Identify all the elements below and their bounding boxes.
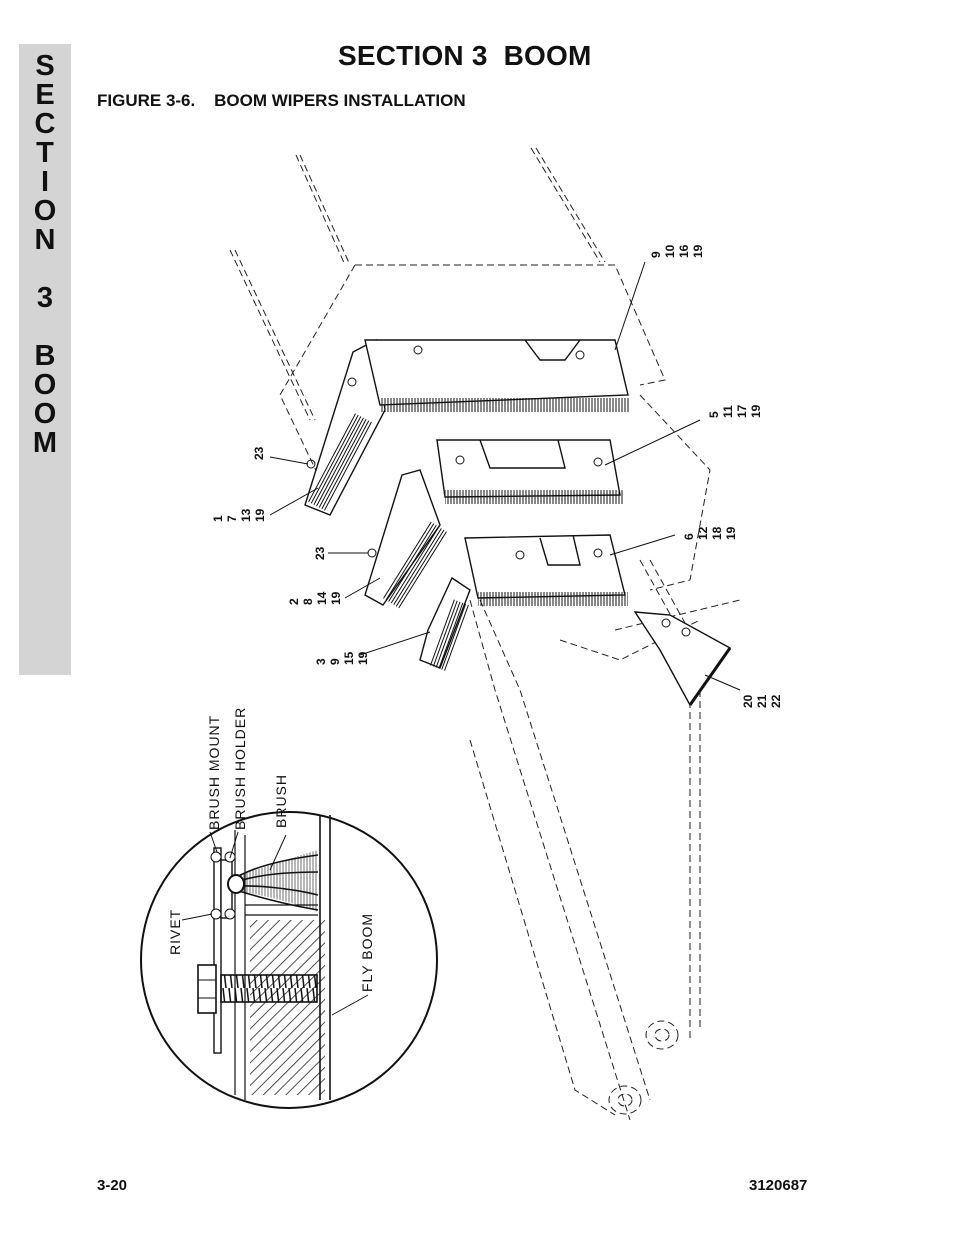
tab-letter: T [36, 137, 54, 169]
svg-text:19: 19 [253, 508, 267, 522]
part-label-group: 23 [252, 446, 266, 460]
tab-letter: S [35, 50, 55, 82]
svg-text:23: 23 [252, 446, 266, 460]
wiper-assembly-2 [364, 469, 448, 609]
part-label-group: 20 21 22 [741, 694, 783, 708]
tab-letter: I [40, 166, 50, 198]
document-number: 3120687 [749, 1177, 808, 1194]
tab-letter: N [34, 224, 56, 256]
leader-lines [269, 261, 741, 691]
detail-view-circle: BRUSH MOUNT BRUSH HOLDER BRUSH RIVET FLY… [140, 707, 438, 1109]
page-number: 3-20 [97, 1177, 128, 1194]
svg-text:3: 3 [314, 658, 328, 665]
tab-letter: B [34, 340, 56, 372]
svg-text:19: 19 [356, 651, 370, 665]
svg-text:5: 5 [707, 411, 721, 418]
svg-text:9: 9 [649, 251, 663, 258]
tab-letter: M [32, 427, 58, 459]
page-title: SECTION 3 BOOM [338, 40, 592, 71]
svg-text:16: 16 [677, 244, 691, 258]
svg-text:11: 11 [721, 405, 735, 418]
svg-text:6: 6 [682, 533, 696, 540]
svg-text:BRUSH HOLDER: BRUSH HOLDER [232, 707, 248, 830]
svg-text:7: 7 [225, 515, 239, 522]
svg-text:17: 17 [735, 404, 749, 418]
svg-text:21: 21 [755, 694, 769, 708]
svg-text:BRUSH MOUNT: BRUSH MOUNT [206, 715, 222, 830]
wiper-plate-bottom [464, 534, 628, 606]
side-tab-letters: S E C T I O N 3 B O O M [19, 52, 71, 458]
wiper-plate-middle [436, 439, 623, 504]
tab-letter: O [33, 195, 57, 227]
svg-text:BRUSH: BRUSH [273, 774, 289, 828]
svg-text:2: 2 [287, 598, 301, 605]
part-label-group: 23 [313, 546, 327, 560]
brush-holder-callout: BRUSH HOLDER [232, 707, 248, 830]
rivet-callout: RIVET [167, 909, 183, 955]
part-label-group: 2 8 14 19 [287, 591, 343, 605]
part-label-group: 5 11 17 19 [707, 404, 763, 418]
svg-text:23: 23 [313, 546, 327, 560]
section-side-tab: S E C T I O N 3 B O O M [19, 44, 71, 675]
svg-text:10: 10 [663, 244, 677, 258]
wiper-plate-top [364, 339, 630, 412]
svg-text:13: 13 [239, 508, 253, 522]
bolt-head [197, 964, 217, 1014]
part-label-group: 3 9 15 19 [314, 651, 370, 665]
svg-text:18: 18 [710, 526, 724, 540]
svg-text:8: 8 [301, 598, 315, 605]
tab-letter: C [34, 108, 56, 140]
svg-text:19: 19 [691, 244, 705, 258]
svg-text:12: 12 [696, 526, 710, 540]
tab-letter: O [33, 398, 57, 430]
svg-text:22: 22 [769, 694, 783, 708]
figure-caption: FIGURE 3-6. BOOM WIPERS INSTALLATION [97, 91, 466, 110]
wiper-assembly-3 [419, 576, 471, 671]
brush-callout: BRUSH [273, 774, 289, 828]
svg-text:20: 20 [741, 694, 755, 708]
svg-text:RIVET: RIVET [167, 909, 183, 955]
detail-leaders [181, 831, 369, 1016]
part-label-group: 9 10 16 19 [649, 244, 705, 258]
fly-boom-callout: FLY BOOM [359, 913, 375, 992]
svg-text:19: 19 [329, 591, 343, 605]
wiper-bracket [633, 611, 732, 707]
brush-mount-callout: BRUSH MOUNT [206, 715, 222, 830]
svg-text:FLY BOOM: FLY BOOM [359, 913, 375, 992]
part-label-group: 1 7 13 19 [211, 508, 267, 522]
part-number-labels: 9 10 16 19 5 11 17 19 6 12 18 19 20 21 2… [211, 244, 783, 708]
part-label-group: 6 12 18 19 [682, 526, 738, 540]
svg-text:19: 19 [724, 526, 738, 540]
svg-text:1: 1 [211, 515, 225, 522]
bolt-shank [220, 974, 318, 1003]
tab-letter: 3 [36, 282, 54, 314]
svg-text:15: 15 [342, 651, 356, 665]
svg-text:9: 9 [328, 658, 342, 665]
tab-letter: O [33, 369, 57, 401]
tab-letter: E [35, 79, 55, 111]
brush-mount-plate [213, 847, 222, 1054]
svg-text:19: 19 [749, 404, 763, 418]
svg-text:14: 14 [315, 591, 329, 605]
